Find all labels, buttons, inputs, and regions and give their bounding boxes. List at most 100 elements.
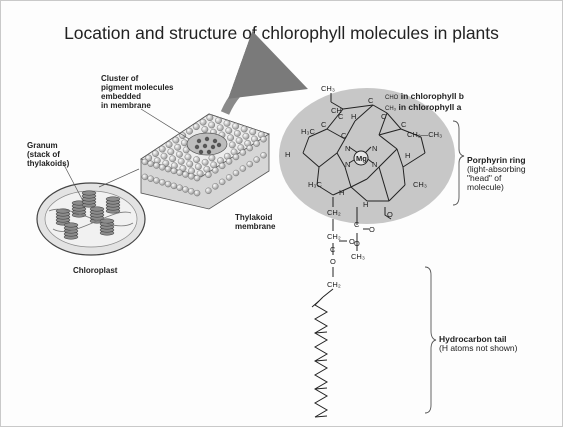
lipid-head	[193, 123, 199, 129]
atom-o-4: O	[354, 239, 360, 248]
atom-ch3-ester: CH₃	[351, 252, 365, 261]
lipid-head	[261, 152, 267, 158]
hydrocarbon-tail-label: Hydrocarbon tail (H atoms not shown)	[439, 335, 517, 353]
lipid-head	[226, 127, 232, 133]
lipid-head	[161, 153, 167, 159]
lipid-head	[166, 141, 172, 147]
lipid-head	[188, 173, 194, 179]
lipid-head	[243, 133, 249, 139]
lipid-head	[241, 126, 247, 132]
atom-ch2-3: CH₂	[327, 280, 341, 289]
chloroplast-illustration	[37, 183, 145, 255]
lipid-head	[207, 114, 213, 120]
lipid-head	[240, 150, 246, 156]
lipid-head	[159, 164, 165, 170]
pigment-molecule	[211, 145, 215, 149]
atom-h-right: H	[405, 151, 410, 160]
cluster-pointer	[141, 109, 189, 139]
atom-ch2-1: CH₂	[327, 208, 341, 217]
lipid-head	[173, 137, 179, 143]
thylakoid-disc	[90, 207, 104, 211]
lipid-head	[148, 161, 154, 167]
lipid-head	[215, 117, 221, 123]
atom-c-5: C	[321, 120, 327, 129]
atom-h3c-2: H₃C	[308, 180, 322, 189]
thylakoid-disc	[100, 219, 114, 223]
lipid-head	[212, 183, 218, 189]
atom-n-4: N	[372, 160, 377, 169]
atom-c-4: C	[401, 120, 407, 129]
lipid-head	[177, 185, 183, 191]
lipid-head	[254, 157, 260, 163]
atom-h-left: H	[285, 150, 290, 159]
lipid-head	[240, 166, 246, 172]
atom-h-2: H	[363, 200, 368, 209]
pigment-molecule	[213, 139, 217, 143]
atom-h-top: H	[351, 112, 356, 121]
thylakoid-disc	[106, 197, 120, 201]
lipid-head	[202, 159, 208, 165]
zoom-arrow	[225, 79, 291, 113]
lipid-head	[159, 146, 165, 152]
atom-ch3-right: CH₃	[413, 180, 427, 189]
lipid-head	[261, 136, 267, 142]
lipid-head	[232, 123, 238, 129]
atom-c-2: C	[368, 96, 374, 105]
granum-label: Granum (stack of thylakoids)	[27, 141, 69, 168]
porphyrin-ring-label: Porphyrin ring (light-absorbing "head" o…	[467, 156, 526, 192]
atom-o-3: O	[369, 225, 375, 234]
lipid-head	[168, 149, 174, 155]
lipid-head	[195, 163, 201, 169]
lipid-head	[165, 181, 171, 187]
pigment-molecule	[199, 150, 203, 154]
lipid-head	[250, 129, 256, 135]
lipid-head	[185, 154, 191, 160]
lipid-head	[208, 122, 214, 128]
lipid-head	[171, 168, 177, 174]
lipid-head	[202, 126, 208, 132]
atom-c-ester: C	[330, 245, 336, 254]
lipid-head	[226, 174, 232, 180]
lipid-head	[224, 120, 230, 126]
lipid-head	[159, 179, 165, 185]
lipid-head	[205, 172, 211, 178]
lipid-head	[200, 119, 206, 125]
tail-bracket	[425, 267, 436, 413]
chloroplast-label: Chloroplast	[73, 266, 117, 275]
lipid-head	[209, 155, 215, 161]
lipid-head	[177, 170, 183, 176]
thylakoid-disc	[64, 223, 78, 227]
thylakoid-membrane-label: Thylakoid membrane	[235, 213, 275, 231]
pigment-molecule	[195, 145, 199, 149]
atom-o-ketone: O	[387, 210, 393, 219]
pigment-molecule	[203, 144, 207, 148]
lipid-head	[178, 158, 184, 164]
lipid-head	[254, 141, 260, 147]
lipid-head	[217, 125, 223, 131]
lipid-head	[205, 188, 211, 194]
lipid-head	[165, 166, 171, 172]
lipid-head	[211, 162, 217, 168]
pigment-molecule	[207, 150, 211, 154]
lipid-head	[204, 166, 210, 172]
lipid-head	[142, 174, 148, 180]
pigment-molecule	[205, 137, 209, 141]
cluster-label: Cluster of pigment molecules embedded in…	[101, 74, 173, 110]
atom-n-1: N	[345, 144, 350, 153]
atom-o-2: O	[330, 257, 336, 266]
lipid-head	[233, 154, 239, 160]
atom-ch3-top: CH₃	[321, 84, 335, 93]
atom-c-1: C	[338, 112, 344, 121]
lipid-head	[183, 187, 189, 193]
atom-n-2: N	[372, 144, 377, 153]
lipid-head	[169, 156, 175, 162]
atom-n-3: N	[345, 160, 350, 169]
lipid-head	[236, 137, 242, 143]
lipid-head	[187, 161, 193, 167]
lipid-head	[219, 179, 225, 185]
lipid-head	[194, 190, 200, 196]
atom-h-bottom: H	[339, 188, 344, 197]
thylakoid-membrane-illustration	[141, 114, 269, 209]
